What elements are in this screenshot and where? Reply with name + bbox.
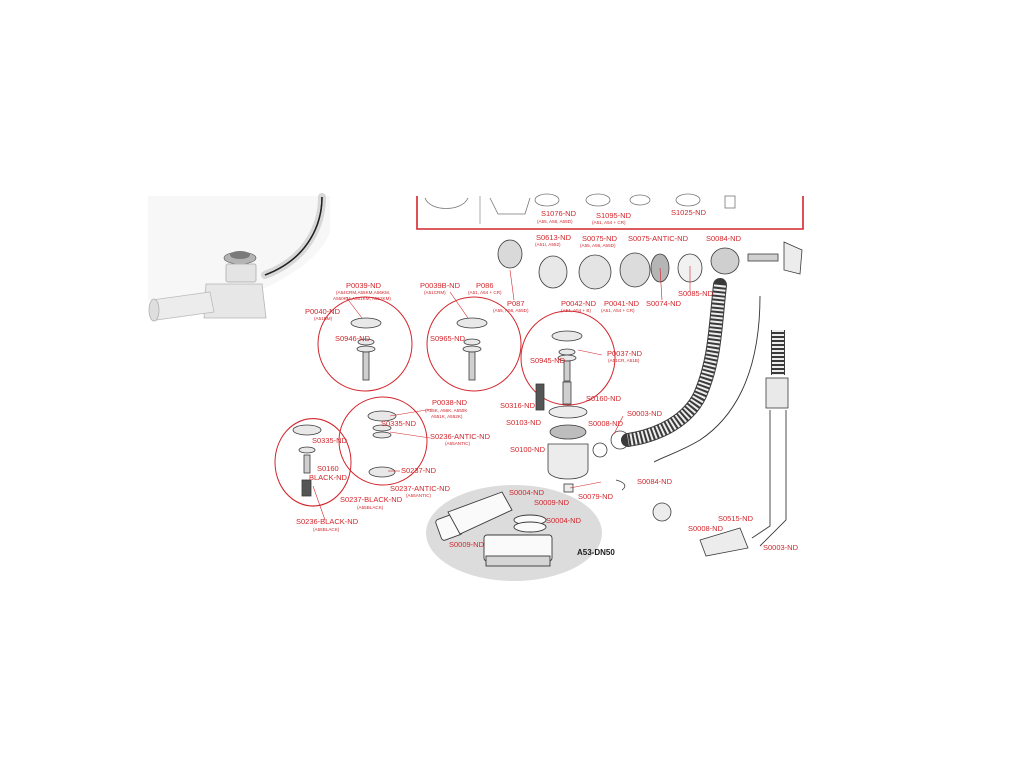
models-p0038-1: (A55K, A56K, A550K — [425, 408, 468, 413]
overflow-cable — [264, 196, 323, 276]
models-s1076: (A55, A56, A55D) — [537, 219, 573, 224]
models-s0236-antic: (A55ANTIC) — [445, 441, 471, 446]
label-s0103: S0103-ND — [506, 418, 542, 427]
models-p087: (A55, A56, A55D) — [493, 308, 529, 313]
label-p0039b: P0039B-ND — [420, 281, 461, 290]
label-s0084-top: S0084-ND — [706, 234, 742, 243]
label-a53-dn50: A53-DN50 — [577, 548, 615, 557]
label-s0009-bottom: S0009-ND — [449, 540, 485, 549]
label-s0237-antic: S0237-ANTIC-ND — [390, 484, 451, 493]
label-s0003-top: S0003-ND — [627, 409, 663, 418]
label-p0037: P0037-ND — [607, 349, 643, 358]
label-s0946: S0946-ND — [335, 334, 371, 343]
label-s0074: S0074-ND — [646, 299, 682, 308]
label-p0042: P0042-ND — [561, 299, 597, 308]
label-s1076: S1076-ND — [541, 209, 577, 218]
models-s1095: (A51, A54 + CR) — [592, 220, 626, 225]
label-s0515: S0515-ND — [718, 514, 754, 523]
label-s0160: S0160-ND — [586, 394, 622, 403]
models-p0039-2: A550KM,A551KM, A552KM) — [333, 296, 391, 301]
models-s0236-black: (A55BLACK) — [313, 527, 340, 532]
models-p086: (A51, A54 + CR) — [468, 290, 502, 295]
cable — [653, 295, 761, 463]
label-s0335-left: S0335-ND — [312, 436, 348, 445]
label-s0008-bottom: S0008-ND — [688, 524, 724, 533]
models-p0039-1: (A54CRM,A55KM,A56KM, — [336, 290, 391, 295]
models-s0237-antic: (A55ANTIC) — [406, 493, 432, 498]
trap-body — [203, 283, 267, 319]
leader-lines — [312, 266, 691, 521]
models-s0613: (A51I, A552) — [535, 242, 561, 247]
label-s0085: S0085-ND — [678, 289, 714, 298]
models-s0075: (A55, A56, A55D) — [580, 243, 616, 248]
label-s0160-black-1: S0160 — [317, 464, 339, 473]
models-p0038-2: A551K, A552K) — [431, 414, 463, 419]
label-s0335-mid: S0335-ND — [381, 419, 417, 428]
product-photo — [148, 193, 330, 322]
label-p087: P087 — [507, 299, 525, 308]
label-s0075: S0075-ND — [582, 234, 618, 243]
label-p0041: P0041-ND — [604, 299, 640, 308]
label-s1095: S1095-ND — [596, 211, 632, 220]
label-s0965: S0965-ND — [430, 334, 466, 343]
models-s0237-black: (A55BLACK) — [357, 505, 384, 510]
models-p0039b: (A51CRM) — [424, 290, 446, 295]
label-s0100: S0100-ND — [510, 445, 546, 454]
popup-assemblies — [292, 317, 583, 497]
label-s0237: S0237-ND — [401, 466, 437, 475]
label-p0038: P0038-ND — [432, 398, 468, 407]
label-s1025: S1025-ND — [671, 208, 707, 217]
label-s0004-bottom: S0004-ND — [546, 516, 582, 525]
label-s0079: S0079-ND — [578, 492, 614, 501]
label-s0075-antic: S0075-ANTIC-ND — [628, 234, 689, 243]
label-p0040: P0040-ND — [305, 307, 341, 316]
label-s0003-bottom: S0003-ND — [763, 543, 799, 552]
models-p0037: (A51CR, A51B) — [608, 358, 640, 363]
label-s0613: S0613-ND — [536, 233, 572, 242]
top-frame — [416, 196, 804, 230]
assembly-circles — [274, 296, 616, 507]
label-s0008-top: S0008-ND — [588, 419, 624, 428]
label-s0009-top: S0009-ND — [534, 498, 570, 507]
models-p0040: (A51BM) — [314, 316, 333, 321]
label-p0039: P0039-ND — [346, 281, 382, 290]
label-s0236-black: S0236-BLACK-ND — [296, 517, 359, 526]
models-p0041: (A51, A54 + CR) — [601, 308, 635, 313]
label-s0084-bottom: S0084-ND — [637, 477, 673, 486]
label-s0945: S0945-ND — [530, 356, 566, 365]
models-p0042: (A51, A54 + B) — [561, 308, 592, 313]
label-p086: P086 — [476, 281, 494, 290]
a53-trap — [435, 491, 553, 567]
label-s0236-antic: S0236-ANTIC-ND — [430, 432, 491, 441]
label-s0004-top: S0004-ND — [509, 488, 545, 497]
label-s0316: S0316-ND — [500, 401, 536, 410]
label-s0237-black: S0237-BLACK-ND — [340, 495, 403, 504]
drain-pipe — [751, 410, 787, 547]
label-s0160-black-2: BLACK-ND — [309, 473, 347, 482]
